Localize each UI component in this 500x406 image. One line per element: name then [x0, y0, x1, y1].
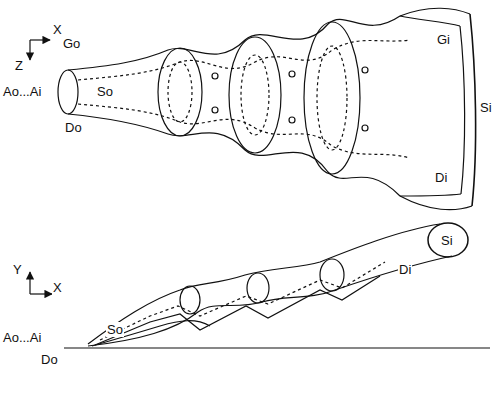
vortex-label: Di	[398, 262, 412, 277]
axis-label: X	[52, 280, 63, 295]
hidden-line	[78, 40, 410, 80]
vortex-knot	[212, 73, 218, 79]
vortex-head	[470, 14, 476, 206]
hidden-line	[241, 55, 269, 135]
vortex-envelope	[88, 256, 452, 346]
x-axis-arrow	[30, 293, 52, 294]
axis-label: Z	[14, 58, 24, 73]
y-axis-arrow	[29, 272, 30, 294]
vortex-label: So	[96, 84, 114, 99]
vortex-head	[400, 16, 461, 196]
x-axis-arrow	[30, 39, 50, 40]
vortex-knot	[362, 125, 368, 131]
vortex-knot	[362, 67, 368, 73]
hidden-line	[78, 104, 410, 158]
vortex-knot	[212, 107, 218, 113]
vortex-ring	[320, 259, 344, 291]
vortex-ring	[304, 22, 360, 174]
hidden-line	[100, 262, 385, 340]
vortex-head	[428, 223, 468, 257]
vortex-label: Gi	[436, 32, 451, 47]
vortex-label: Si	[479, 100, 493, 115]
vortex-ring	[158, 48, 202, 136]
axis-label: X	[52, 22, 63, 37]
vortex-label: Si	[440, 233, 454, 248]
vortex-label: Di	[434, 170, 448, 185]
vortex-label: Do	[64, 120, 83, 135]
z-axis-arrow	[29, 40, 30, 60]
vortex-label: Ao...Ai	[2, 330, 42, 345]
vortex-label: Go	[62, 36, 81, 51]
vortex-ring	[247, 273, 269, 303]
axis-label: Y	[12, 262, 23, 277]
vortex-label: So	[106, 322, 124, 337]
vortex-envelope	[88, 224, 440, 344]
vortex-ring	[229, 37, 281, 153]
vortex-knot	[289, 117, 295, 123]
vortex-ring	[180, 286, 200, 314]
hidden-line	[168, 62, 192, 122]
vortex-head	[460, 26, 465, 194]
vortex-label: Do	[40, 352, 59, 367]
vortex-knot	[289, 71, 295, 77]
wall-line	[64, 347, 490, 348]
helix-line	[92, 321, 210, 346]
hidden-line	[317, 46, 347, 150]
vortex-label: Ao...Ai	[2, 84, 42, 99]
tube-opening	[58, 70, 78, 114]
vortex-envelope	[68, 114, 472, 210]
